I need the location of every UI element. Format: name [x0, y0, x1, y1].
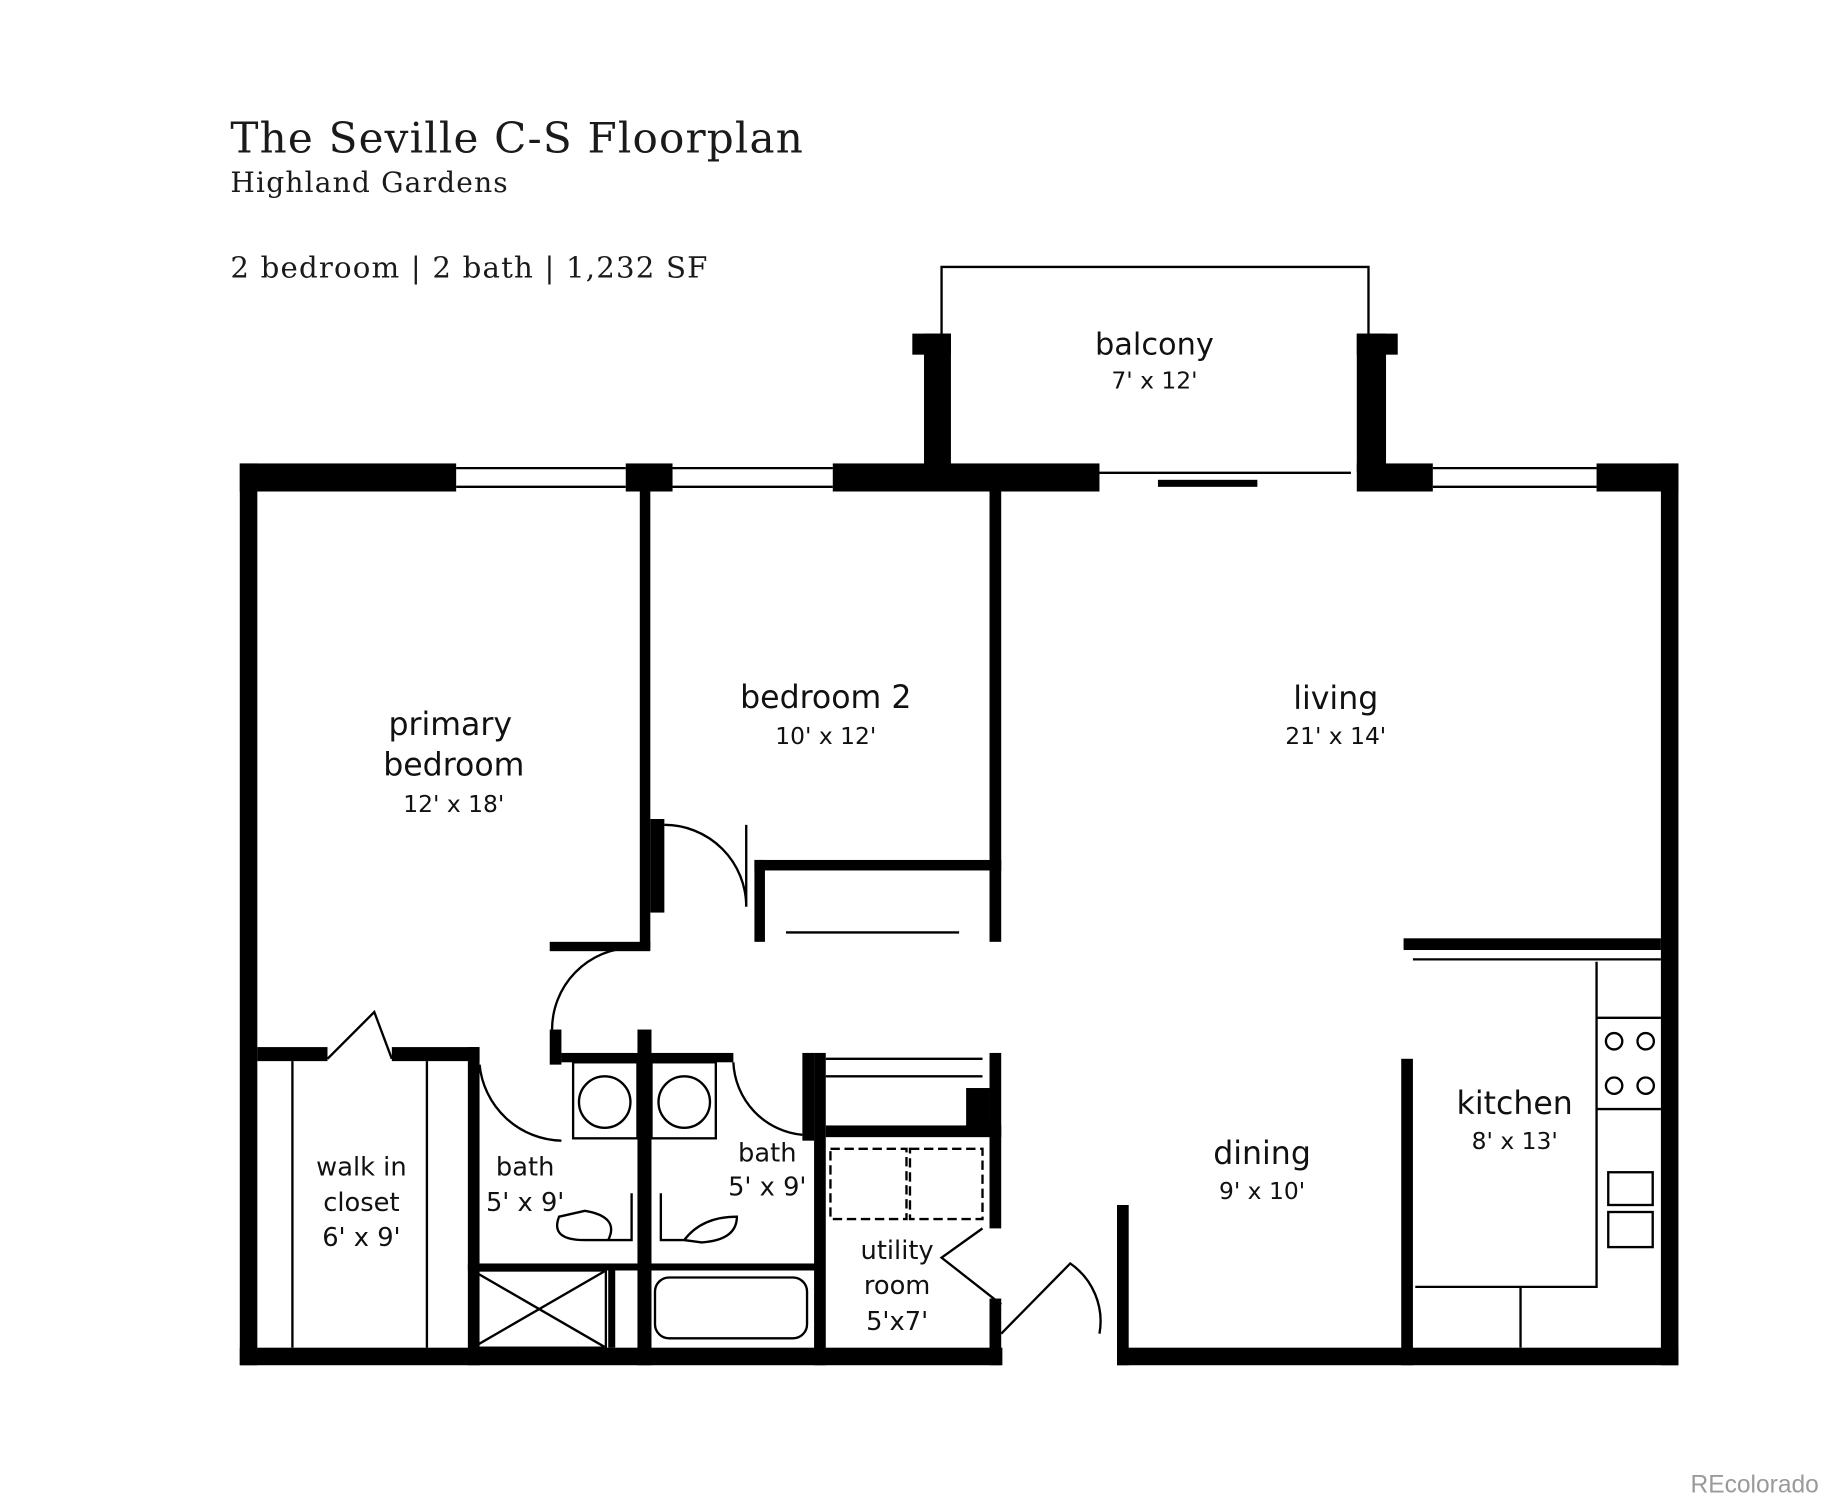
kitchen-label: kitchen [1457, 1086, 1573, 1122]
unit-summary: 2 bedroom | 2 bath | 1,232 SF [230, 250, 708, 284]
kitchen-size: 8' x 13' [1472, 1127, 1558, 1155]
balcony-label: balcony [1095, 328, 1214, 363]
bedroom-2-size: 10' x 12' [775, 722, 876, 750]
dining-size: 9' x 10' [1219, 1177, 1305, 1205]
dining-label: dining [1213, 1136, 1311, 1172]
bath-1-label: bath [496, 1153, 554, 1183]
utility-label-2: room [864, 1271, 931, 1301]
closet-label-2: closet [323, 1188, 399, 1218]
closet-label: walk in [316, 1153, 406, 1183]
living-label: living [1293, 681, 1378, 717]
bath-1-size: 5' x 9' [486, 1188, 564, 1218]
utility-label: utility [861, 1236, 934, 1266]
subtitle: Highland Gardens [230, 166, 508, 199]
bedroom-2-label: bedroom 2 [740, 680, 911, 716]
primary-bedroom-size: 12' x 18' [403, 790, 504, 818]
walls [239, 265, 1679, 1366]
bath-2-size: 5' x 9' [728, 1173, 806, 1203]
primary-bedroom-label-2: bedroom [383, 748, 524, 784]
bath-2-label: bath [738, 1139, 796, 1169]
living-size: 21' x 14' [1285, 722, 1386, 750]
watermark: REcolorado [1691, 1472, 1819, 1499]
closet-size: 6' x 9' [322, 1223, 400, 1253]
utility-size: 5'x7' [866, 1307, 928, 1337]
room-labels: balcony 7' x 12' primary bedroom 12' x 1… [316, 328, 1573, 1337]
primary-bedroom-label: primary [389, 707, 513, 743]
balcony-size: 7' x 12' [1111, 367, 1197, 395]
page-title: The Seville C-S Floorplan [230, 113, 804, 162]
